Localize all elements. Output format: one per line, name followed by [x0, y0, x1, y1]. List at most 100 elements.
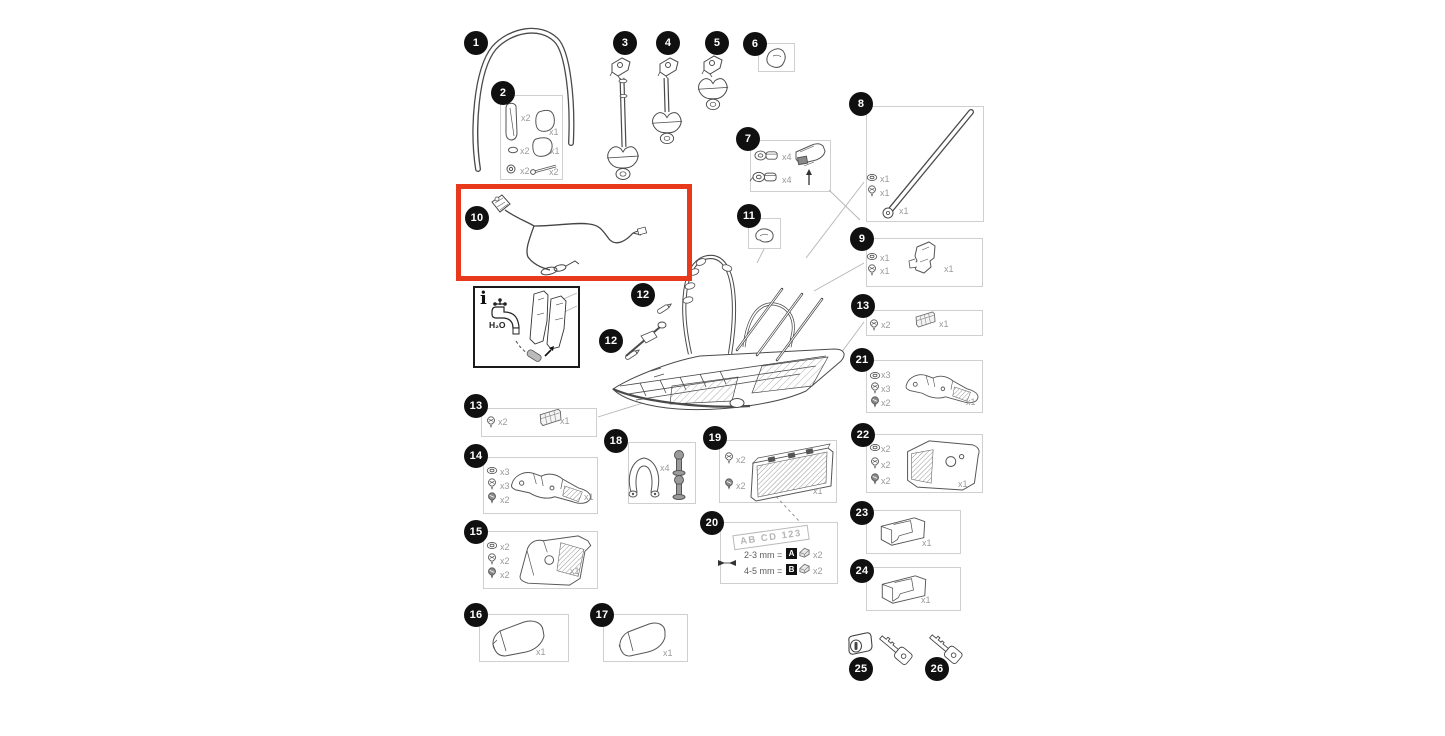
part-12-badge[interactable]: 12	[631, 283, 655, 307]
qty-label: x2	[521, 113, 531, 123]
part-17-box[interactable]	[603, 614, 688, 662]
part-2-badge[interactable]: 2	[491, 81, 515, 105]
part-21-box[interactable]	[866, 360, 983, 413]
part-15-box[interactable]	[483, 531, 598, 589]
part-24-badge[interactable]: 24	[850, 559, 874, 583]
part-4-badge[interactable]: 4	[656, 31, 680, 55]
part-26-badge[interactable]: 26	[925, 657, 949, 681]
part-22-box[interactable]	[866, 434, 983, 493]
part-16-box[interactable]	[479, 614, 569, 662]
qty-label: x1	[880, 188, 890, 198]
part-5-clamp-drawing	[697, 55, 729, 111]
part-11-box[interactable]	[748, 218, 781, 249]
qty-label: x3	[881, 384, 891, 394]
qty-label: x4	[660, 463, 670, 473]
part-20-badge[interactable]: 20	[700, 511, 724, 535]
plate-thickness-b-label: 4-5 mm =	[744, 566, 783, 576]
part-11-badge[interactable]: 11	[737, 204, 761, 228]
qty-label: x2	[500, 556, 510, 566]
part-10-highlight-box[interactable]	[456, 184, 692, 281]
qty-label: x1	[880, 253, 890, 263]
qty-label: x2	[736, 481, 746, 491]
info-box	[473, 286, 580, 368]
part-9-box[interactable]	[866, 238, 983, 287]
part-8-box[interactable]	[866, 106, 984, 222]
qty-label: x2	[549, 167, 559, 177]
part-6-box[interactable]	[758, 43, 795, 72]
qty-label: x1	[880, 174, 890, 184]
part-3-badge[interactable]: 3	[613, 31, 637, 55]
part-4-arm-drawing	[651, 57, 683, 145]
part-9-badge[interactable]: 9	[850, 227, 874, 251]
qty-label: x1	[880, 266, 890, 276]
part-6-badge[interactable]: 6	[743, 32, 767, 56]
part-10-badge[interactable]: 10	[465, 206, 489, 230]
part-21-badge[interactable]: 21	[850, 348, 874, 372]
qty-label: x1	[958, 479, 968, 489]
part-12-pin-drawing	[656, 301, 673, 315]
part-7-box[interactable]	[750, 140, 831, 192]
qty-label: x1	[549, 127, 559, 137]
part-25-badge[interactable]: 25	[849, 657, 873, 681]
part-13-badge[interactable]: 13	[851, 294, 875, 318]
part-12-pin-drawing	[624, 347, 641, 361]
part-5-badge[interactable]: 5	[705, 31, 729, 55]
plate-thickness-a-label: 2-3 mm =	[744, 550, 783, 560]
qty-label: x2	[881, 444, 891, 454]
qty-label: x1	[899, 206, 909, 216]
qty-label: x1	[939, 319, 949, 329]
qty-label: x1	[550, 146, 560, 156]
part-18-box[interactable]	[628, 442, 696, 504]
part-7-badge[interactable]: 7	[736, 127, 760, 151]
qty-label: x2	[500, 542, 510, 552]
qty-label: x2	[520, 146, 530, 156]
qty-label: x2	[813, 566, 823, 576]
qty-label: x1	[921, 595, 931, 605]
part-8-badge[interactable]: 8	[849, 92, 873, 116]
qty-label: x3	[500, 481, 510, 491]
part-20-box[interactable]	[720, 522, 838, 584]
part-3-arm-drawing	[606, 57, 640, 180]
info-icon: i	[480, 288, 487, 309]
part-25-key-drawing	[876, 631, 914, 667]
part-1-badge[interactable]: 1	[464, 31, 488, 55]
part-14-box[interactable]	[483, 457, 598, 514]
part-12-badge[interactable]: 12	[599, 329, 623, 353]
part-23-box[interactable]	[866, 510, 961, 554]
qty-label: x4	[782, 175, 792, 185]
part-25-lock-cylinder-drawing	[848, 632, 873, 655]
part-18-badge[interactable]: 18	[604, 429, 628, 453]
qty-label: x2	[498, 417, 508, 427]
part-15-badge[interactable]: 15	[464, 520, 488, 544]
qty-label: x3	[881, 370, 891, 380]
qty-label: x2	[500, 570, 510, 580]
part-13-badge[interactable]: 13	[464, 394, 488, 418]
qty-label: x4	[782, 152, 792, 162]
qty-label: x2	[736, 455, 746, 465]
part-24-box[interactable]	[866, 567, 961, 611]
qty-label: x2	[813, 550, 823, 560]
water-label: H₂O	[489, 320, 506, 330]
part-16-badge[interactable]: 16	[464, 603, 488, 627]
qty-label: x2	[500, 495, 510, 505]
part-14-badge[interactable]: 14	[464, 444, 488, 468]
qty-label: x1	[560, 416, 570, 426]
qty-label: x3	[500, 467, 510, 477]
part-13-box-left[interactable]	[481, 408, 597, 437]
qty-label: x1	[813, 486, 823, 496]
part-17-badge[interactable]: 17	[590, 603, 614, 627]
part-19-badge[interactable]: 19	[703, 426, 727, 450]
part-22-badge[interactable]: 22	[851, 423, 875, 447]
qty-label: x1	[966, 397, 976, 407]
qty-label: x2	[881, 320, 891, 330]
qty-label: x2	[881, 398, 891, 408]
qty-label: x1	[663, 648, 673, 658]
part-13-box-right[interactable]	[866, 310, 983, 336]
qty-label: x2	[520, 166, 530, 176]
plate-option-a-key: A	[786, 548, 797, 559]
qty-label: x1	[536, 647, 546, 657]
qty-label: x1	[570, 566, 580, 576]
part-23-badge[interactable]: 23	[850, 501, 874, 525]
